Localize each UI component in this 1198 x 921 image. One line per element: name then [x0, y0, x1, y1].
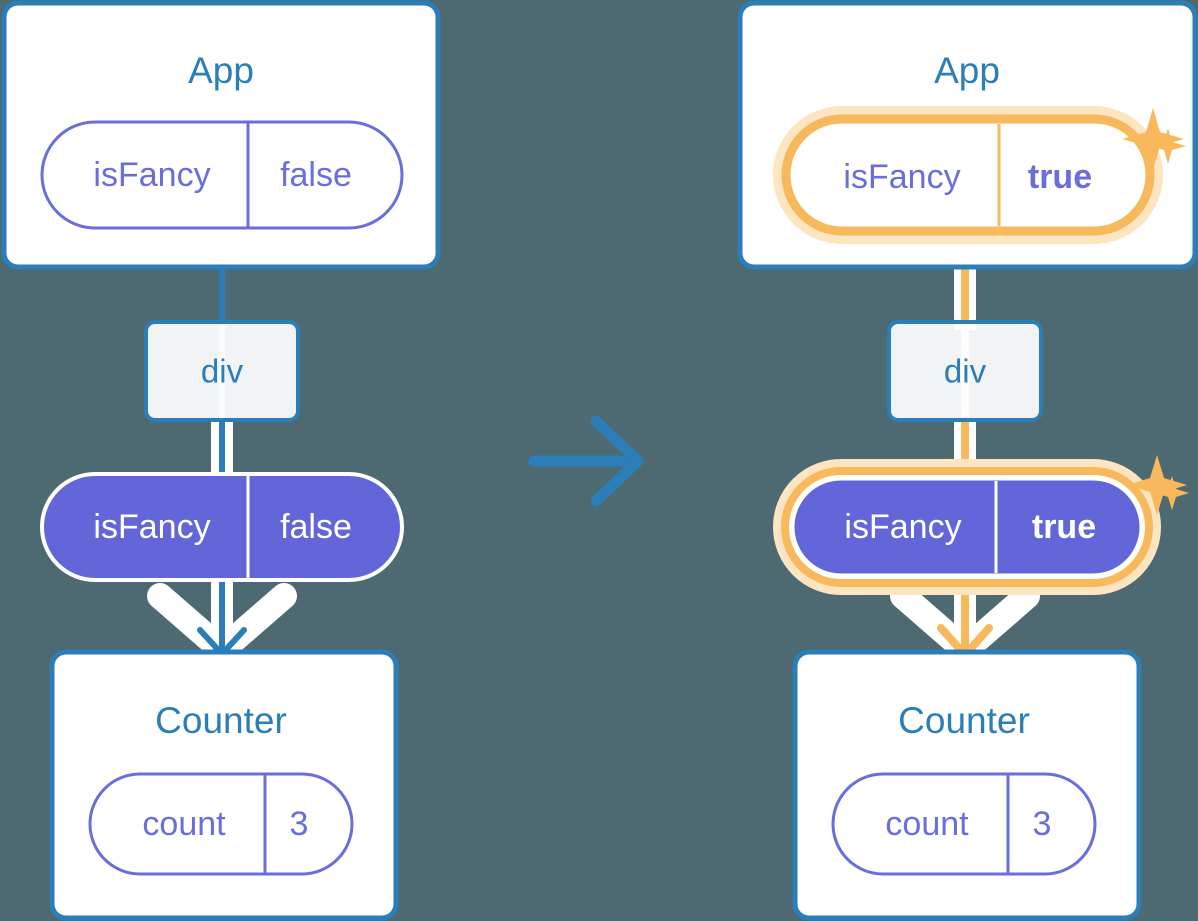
- app-state-pill[interactable]: isFancy true: [773, 106, 1163, 244]
- sparkle-group: [1122, 108, 1186, 170]
- div-box-frame: [887, 320, 1043, 422]
- pill-frame: [831, 772, 1097, 876]
- sparkle-icon-large: [1122, 108, 1184, 170]
- div-box-before[interactable]: div: [144, 320, 300, 422]
- div-label: div: [944, 353, 987, 390]
- pill-value: true: [1032, 508, 1096, 546]
- pill-value: false: [280, 508, 352, 546]
- pill-value: true: [1028, 158, 1092, 196]
- div-box-frame: [144, 320, 300, 422]
- pill-key: count: [142, 805, 226, 843]
- pill-key: count: [885, 805, 969, 843]
- div-label: div: [201, 353, 244, 390]
- sparkle-group: [1127, 455, 1189, 515]
- arrow-right-icon-head: [590, 415, 644, 507]
- counter-title: Counter: [155, 700, 287, 741]
- pill-frame: [40, 472, 404, 582]
- pill-frame: [40, 120, 404, 230]
- counter-state-pill[interactable]: count 3: [831, 772, 1097, 876]
- pill-frame: [791, 477, 1143, 577]
- pill-highlight-ring: [781, 114, 1155, 236]
- sparkle-icon-small: [1150, 128, 1186, 164]
- counter-title: Counter: [898, 700, 1030, 741]
- panel-after: App isFancy true div: [737, 0, 1198, 921]
- app-box-after[interactable]: App isFancy true: [737, 0, 1198, 270]
- sparkle-icon-large: [1127, 455, 1187, 515]
- pill-value: false: [280, 156, 352, 194]
- app-box-before[interactable]: App isFancy false: [1, 0, 441, 270]
- div-box-after[interactable]: div: [887, 320, 1043, 422]
- counter-state-pill[interactable]: count 3: [88, 772, 354, 876]
- pill-key: isFancy: [843, 158, 960, 196]
- props-pill-after[interactable]: isFancy true: [773, 455, 1189, 595]
- sparkle-icon-small: [1155, 476, 1189, 510]
- pill-key: isFancy: [93, 508, 210, 546]
- pill-value: 3: [290, 805, 309, 843]
- counter-box-before[interactable]: Counter count 3: [49, 649, 399, 921]
- panel-before: App isFancy false div isFancy: [1, 0, 441, 921]
- app-title: App: [188, 50, 254, 91]
- pill-key: isFancy: [844, 508, 961, 546]
- pill-value: 3: [1033, 805, 1052, 843]
- counter-box-after[interactable]: Counter count 3: [792, 649, 1142, 921]
- pill-key: isFancy: [93, 156, 210, 194]
- app-title: App: [934, 50, 1000, 91]
- props-pill-before[interactable]: isFancy false: [40, 472, 404, 582]
- app-state-pill[interactable]: isFancy false: [40, 120, 404, 230]
- transition-arrow: [528, 415, 644, 507]
- pill-frame: [88, 772, 354, 876]
